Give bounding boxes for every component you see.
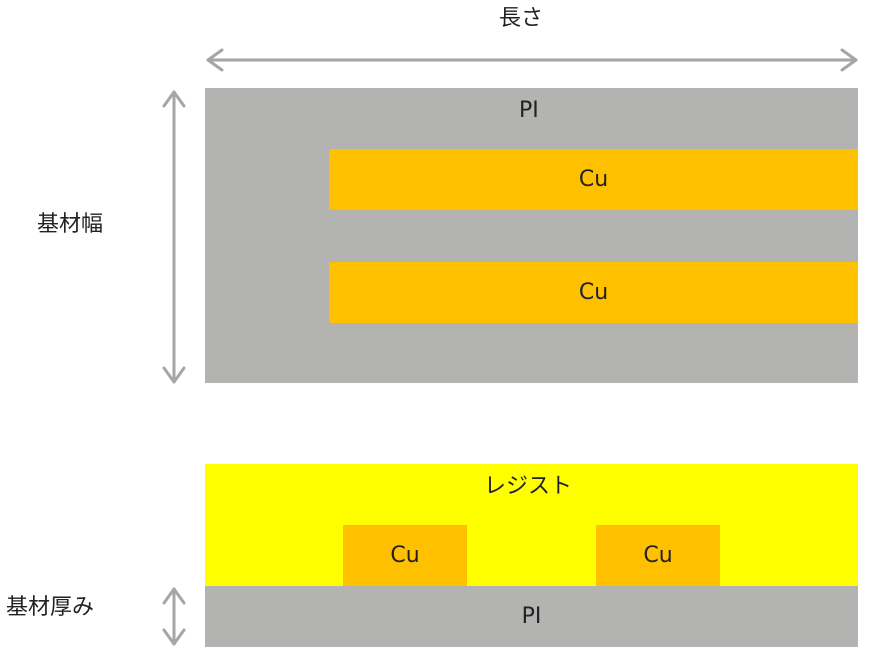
cross-section-cu-trace-1: Cu [343,525,467,586]
width-label: 基材幅 [37,212,104,237]
length-label: 長さ [499,6,544,31]
cross-section-pi-label: PI [521,604,542,629]
thickness-label: 基材厚み [6,595,95,620]
top-view-cu-trace-2: Cu [329,262,858,323]
cross-section-resist [205,464,858,586]
top-view-cu-trace-1: Cu [329,149,858,210]
cu-trace-label: Cu [643,543,673,568]
cu-trace-label: Cu [578,280,609,305]
cross-section-cu-trace-2: Cu [596,525,720,586]
length-arrow-icon [206,48,858,72]
width-arrow-icon [162,90,186,384]
cross-section-pi-substrate: PI [205,586,858,647]
top-view-pi-substrate [205,88,858,383]
top-view-pi-label: PI [519,98,539,123]
cu-trace-label: Cu [390,543,420,568]
cu-trace-label: Cu [578,167,609,192]
resist-label: レジスト [484,474,573,499]
thickness-arrow-icon [162,587,186,646]
